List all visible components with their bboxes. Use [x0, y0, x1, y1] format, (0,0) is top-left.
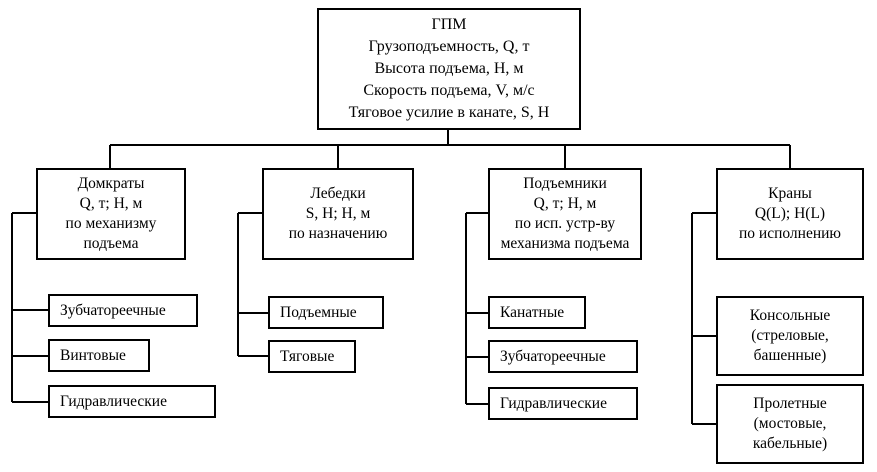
- root-line-1: ГПМ: [431, 16, 467, 33]
- leaf-line: Пролетные: [753, 395, 827, 412]
- category-line: Q, т; Н, м: [533, 195, 597, 212]
- category-line: по исполнению: [738, 225, 841, 242]
- category-line: Лебедки: [310, 185, 366, 202]
- leaf-node-podemniki-gidravlicheskie: Гидравлические: [488, 387, 638, 420]
- leaf-node-podemniki-kanatnye: Канатные: [488, 296, 586, 329]
- leaf-label: Зубчатореечные: [60, 301, 166, 319]
- category-line: подъема: [83, 235, 139, 252]
- root-line-4: Скорость подъема, V, м/с: [363, 82, 535, 99]
- leaf-label: Винтовые: [60, 346, 126, 364]
- leaf-label: Гидравлические: [60, 392, 167, 410]
- leaf-label: Канатные: [500, 303, 565, 321]
- leaf-node-podemniki-zubchatoreechnye: Зубчатореечные: [488, 340, 638, 373]
- category-node-lebedki: Лебедки S, Н; Н, м по назначению: [262, 168, 414, 260]
- leaf-line: башенные): [753, 347, 827, 364]
- leaf-line: (мостовые,: [753, 415, 827, 432]
- leaf-label: Гидравлические: [500, 394, 607, 412]
- leaf-node-domkraty-zubchatoreechnye: Зубчатореечные: [48, 294, 198, 327]
- leaf-label: Зубчатореечные: [500, 347, 606, 365]
- leaf-node-krany-konsolnye: Консольные (стреловые, башенные): [716, 296, 864, 376]
- category-line: Подъемники: [523, 175, 607, 192]
- leaf-node-domkraty-vintovye: Винтовые: [48, 339, 150, 372]
- root-line-2: Грузоподъемность, Q, т: [368, 38, 530, 55]
- leaf-node-krany-proletnye: Пролетные (мостовые, кабельные): [716, 384, 864, 464]
- category-line: S, Н; Н, м: [305, 205, 371, 222]
- leaf-line: кабельные): [752, 435, 828, 452]
- leaf-line: Консольные: [749, 307, 831, 324]
- leaf-label: Подъемные: [280, 303, 357, 321]
- root-node-gpm: ГПМ Грузоподъемность, Q, т Высота подъем…: [317, 8, 581, 130]
- root-line-5: Тяговое усилие в канате, S, Н: [348, 104, 550, 121]
- category-line: Домкраты: [77, 175, 145, 192]
- category-line: механизма подъема: [500, 235, 630, 252]
- leaf-line: (стреловые,: [751, 327, 829, 344]
- category-line: Q(L); H(L): [754, 205, 826, 222]
- category-node-podemniki: Подъемники Q, т; Н, м по исп. устр-ву ме…: [488, 168, 642, 260]
- leaf-node-domkraty-gidravlicheskie: Гидравлические: [48, 385, 216, 418]
- category-line: Краны: [768, 185, 812, 202]
- category-node-domkraty: Домкраты Q, т; Н, м по механизму подъема: [36, 168, 186, 260]
- category-line: Q, т; Н, м: [79, 195, 143, 212]
- leaf-node-lebedki-tyagovye: Тяговые: [268, 340, 356, 373]
- category-line: по механизму: [65, 215, 157, 232]
- leaf-label: Тяговые: [280, 347, 335, 365]
- category-line: по исп. устр-ву: [514, 215, 616, 232]
- category-line: по назначению: [288, 225, 388, 242]
- leaf-node-lebedki-podemnye: Подъемные: [268, 296, 384, 329]
- root-line-3: Высота подъема, Н, м: [374, 60, 524, 77]
- category-node-krany: Краны Q(L); H(L) по исполнению: [716, 168, 864, 260]
